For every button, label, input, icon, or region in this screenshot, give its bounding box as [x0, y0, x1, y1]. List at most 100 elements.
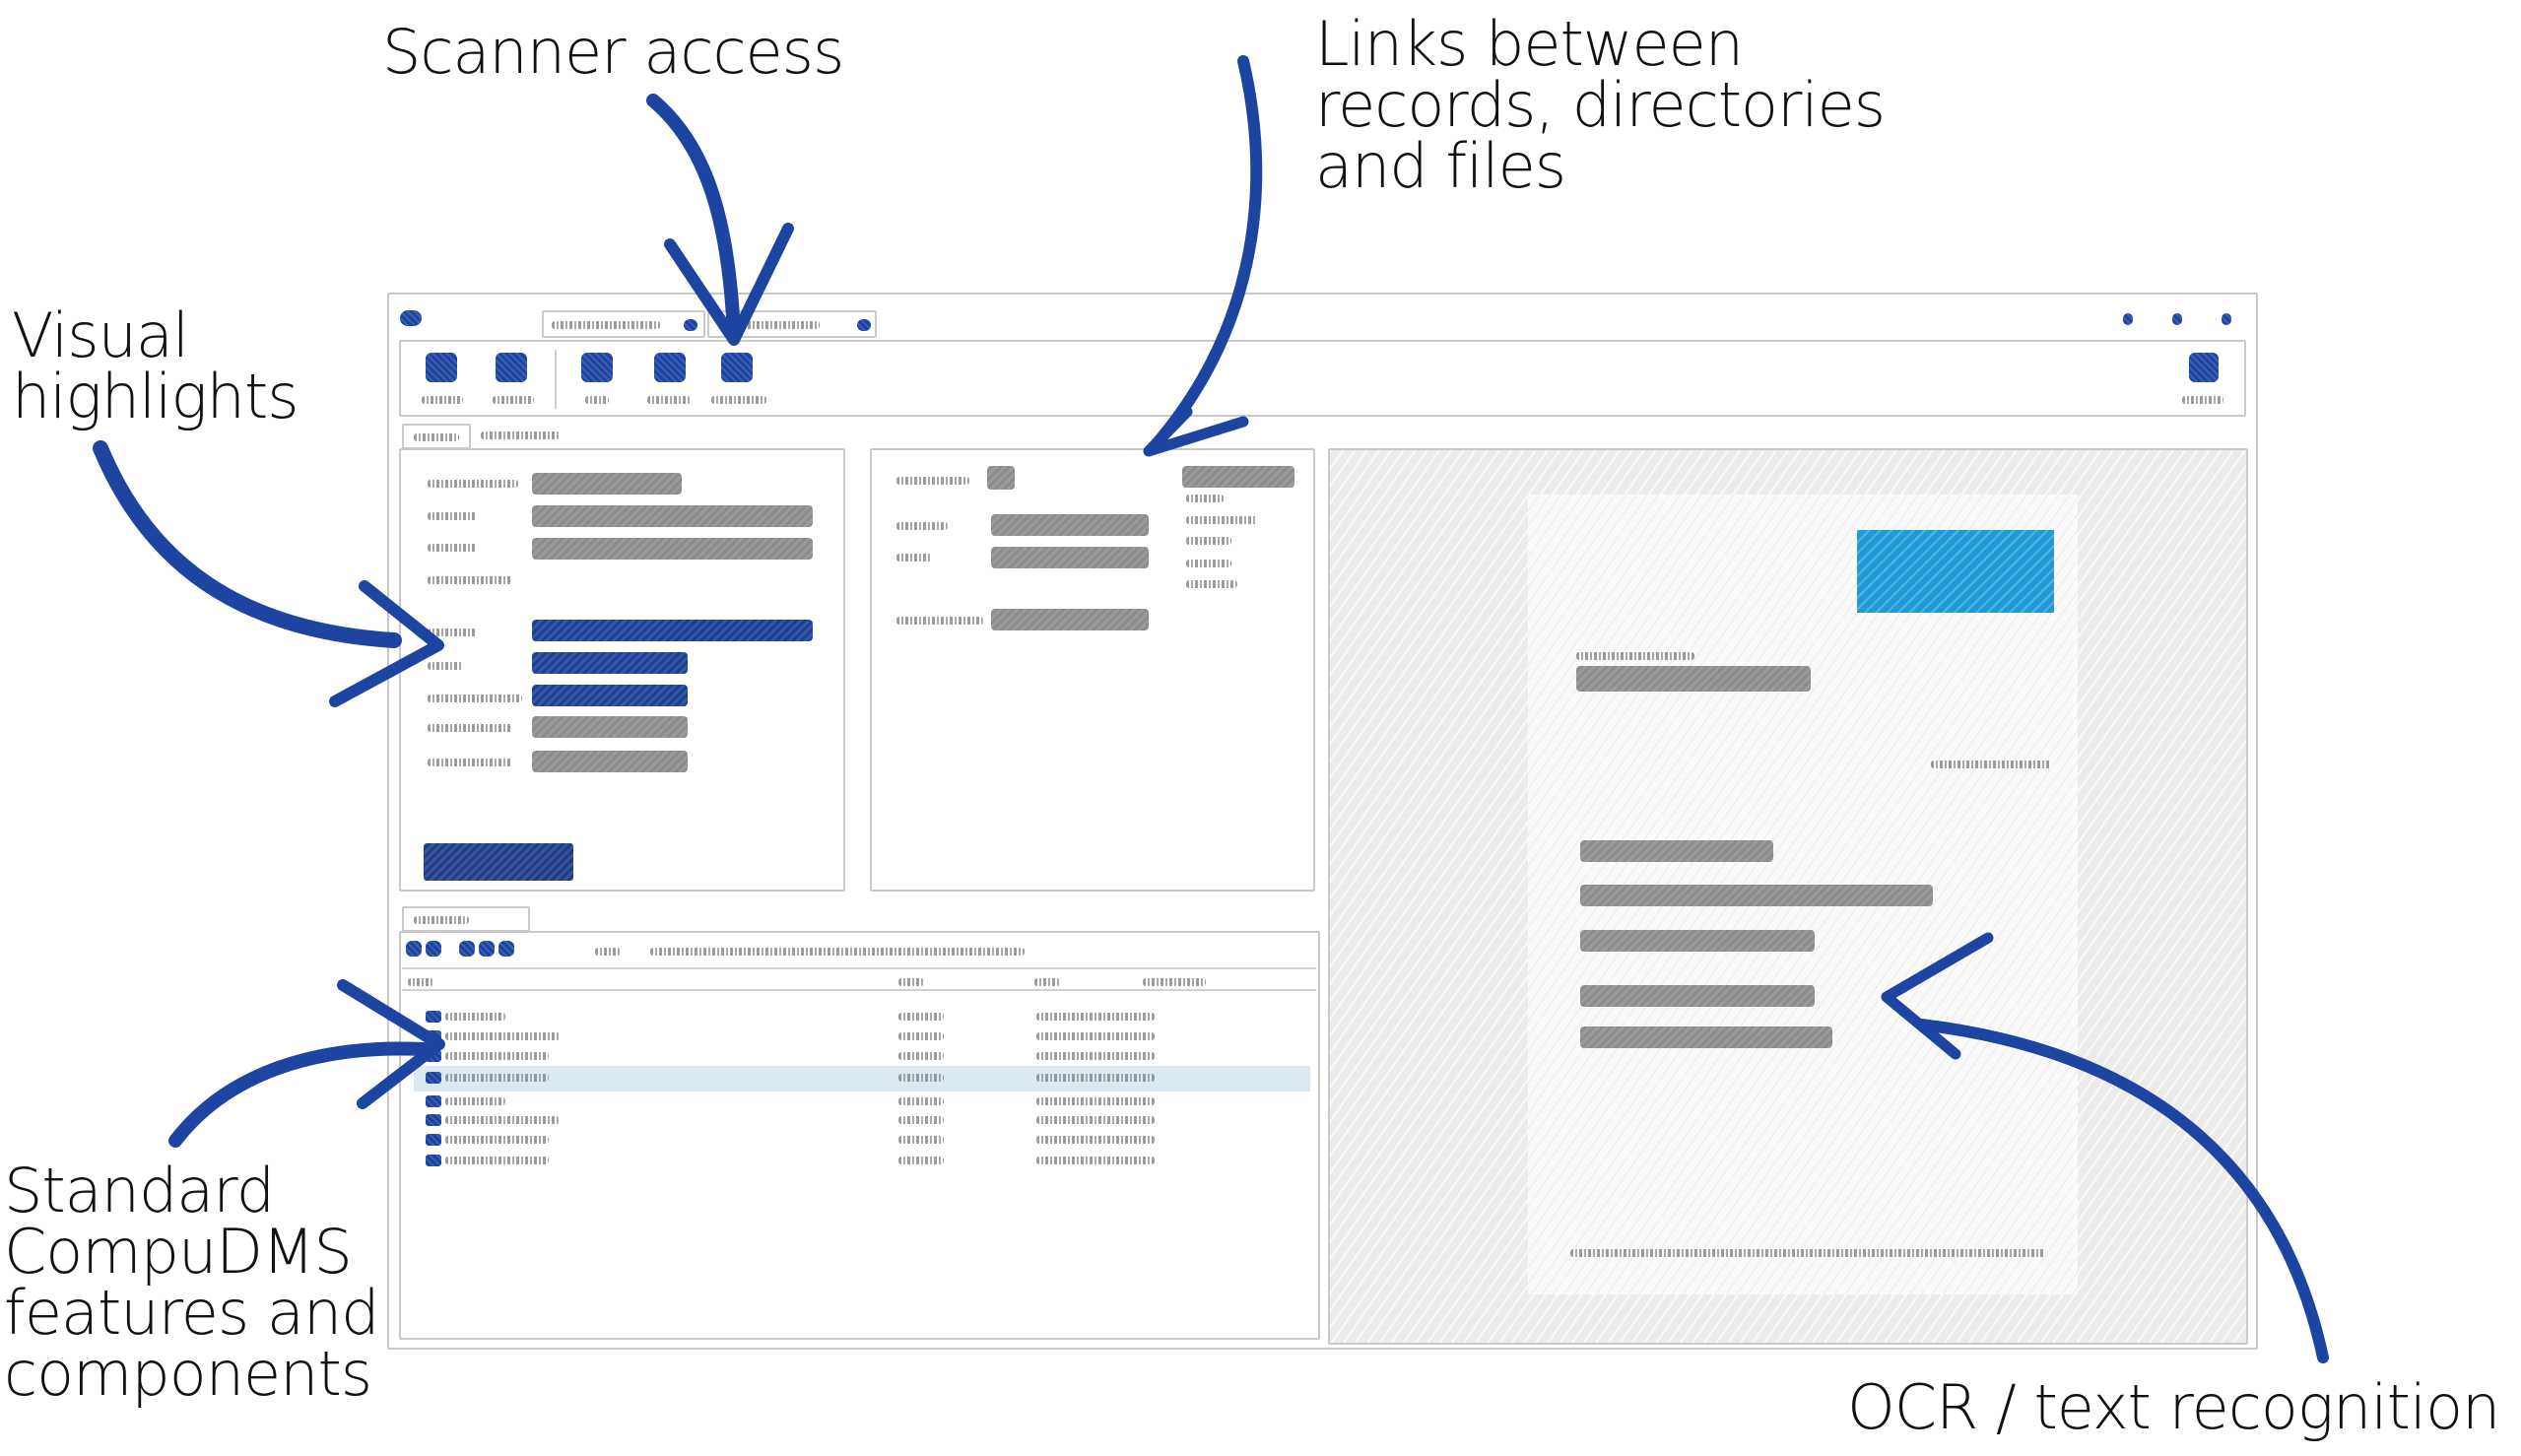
- form-field-label: placeholder: [428, 544, 477, 552]
- form-action-button[interactable]: action: [424, 843, 573, 881]
- cell-name: placeholder-file-nm: [445, 1074, 549, 1082]
- document-body-line: line: [1580, 840, 1773, 862]
- cell-modified: placeholder-date-value: [1036, 1074, 1155, 1082]
- toolbar-icon[interactable]: [406, 941, 422, 957]
- files-table-header: [402, 969, 1316, 991]
- toolbar-icon[interactable]: [426, 941, 441, 957]
- form-field-value[interactable]: value: [532, 751, 688, 772]
- form-field-label: placeholder: [428, 629, 477, 636]
- document-body-line: line: [1580, 985, 1815, 1007]
- form-field-label: placeholder-field: [428, 576, 512, 584]
- column-header-type[interactable]: type: [1034, 978, 1060, 986]
- form-tab-2-label: placeholder-tab-2: [481, 431, 560, 439]
- document-tab-2[interactable]: placeholder-tab-2: [707, 310, 877, 338]
- links-field-label: placeholder: [896, 554, 932, 562]
- close-icon[interactable]: [684, 319, 697, 331]
- cell-name: placeholder-file-nm: [445, 1157, 549, 1164]
- form-field-label: placeholder: [428, 662, 463, 670]
- toolbar-icon[interactable]: [479, 941, 495, 957]
- cell-name: placeholder: [445, 1097, 505, 1105]
- toolbar-button-1-label: placeholder: [422, 396, 463, 404]
- toolbar-button-3-label: placeholder: [585, 396, 609, 404]
- maximize-icon[interactable]: [2172, 313, 2182, 325]
- files-panel-tab[interactable]: placeholder-tab: [402, 906, 530, 932]
- form-field-value[interactable]: value: [532, 538, 813, 560]
- scanner-icon: [721, 353, 753, 382]
- toolbar-button-scanner-label: placeholder: [711, 396, 766, 404]
- document-body-line: line: [1580, 885, 1933, 906]
- form-field-value[interactable]: value: [532, 505, 813, 527]
- document-date: date: [1931, 761, 2051, 768]
- toolbar-icon[interactable]: [459, 941, 475, 957]
- links-field-value[interactable]: value: [991, 514, 1149, 536]
- cell-name: placeholder-file-name: [445, 1032, 560, 1040]
- linked-item[interactable]: placeholder: [1186, 495, 1224, 502]
- annotation-ocr: OCR / text recognition: [1847, 1371, 2500, 1443]
- cell-modified: placeholder-date-value: [1036, 1052, 1155, 1060]
- document-sender: sender name: [1576, 666, 1811, 692]
- form-field-label: placeholder: [428, 512, 477, 520]
- document-body-line: line: [1580, 1026, 1832, 1048]
- file-icon: [426, 1114, 441, 1126]
- cell-modified: placeholder-date-value: [1036, 1136, 1155, 1144]
- linked-item[interactable]: placeholder: [1186, 537, 1231, 545]
- cell-size: placeholder: [898, 1136, 944, 1144]
- toolbar-button-right-label: placeholder: [2182, 396, 2223, 404]
- form-field-value-highlighted[interactable]: value: [532, 620, 813, 641]
- form-field-value-highlighted[interactable]: value: [532, 685, 688, 706]
- document-logo: logo: [1857, 530, 2054, 613]
- form-field-label: placeholder-field: [428, 759, 512, 766]
- cell-size: placeholder: [898, 1116, 944, 1124]
- document-sender-line: sender: [1576, 652, 1694, 660]
- cell-modified: placeholder-date-value: [1036, 1013, 1155, 1021]
- form-field-label: placeholder-field: [428, 480, 518, 488]
- file-icon: [426, 1011, 441, 1023]
- cell-size: placeholder: [898, 1097, 944, 1105]
- minimize-icon[interactable]: [2123, 313, 2133, 325]
- toolbar-icon: [496, 353, 527, 382]
- toolbar-button-2-label: placeholder: [493, 396, 534, 404]
- file-icon: [426, 1095, 441, 1107]
- linked-item[interactable]: placeholder: [1186, 560, 1231, 567]
- document-body-line: line: [1580, 930, 1815, 952]
- toolbar-icon: [581, 353, 613, 382]
- linked-item[interactable]: placeholder-item: [1186, 516, 1257, 524]
- form-field-value-highlighted[interactable]: value: [532, 652, 688, 674]
- form-tab-2[interactable]: placeholder-tab-2: [473, 424, 567, 449]
- files-toolbar: [402, 934, 1316, 969]
- form-field-value[interactable]: value: [532, 473, 682, 495]
- form-field-value[interactable]: value: [532, 716, 688, 738]
- cell-size: placeholder: [898, 1074, 944, 1082]
- cell-size: placeholder: [898, 1013, 944, 1021]
- column-header-size[interactable]: size: [898, 978, 924, 986]
- cell-modified: placeholder-date-value: [1036, 1116, 1155, 1124]
- linked-item[interactable]: placeholder: [1186, 580, 1237, 588]
- document-footer: footer: [1570, 1249, 2045, 1257]
- form-tab-1[interactable]: placeholder-tab: [402, 424, 471, 449]
- links-field-value[interactable]: value: [991, 547, 1149, 568]
- column-header-name[interactable]: name: [408, 978, 433, 986]
- file-icon: [426, 1134, 441, 1146]
- toolbar-button-4-label: placeholder: [647, 396, 691, 404]
- cell-size: placeholder: [898, 1052, 944, 1060]
- toolbar: [399, 340, 2246, 417]
- document-tab-1[interactable]: placeholder-tab-1: [542, 310, 705, 338]
- close-icon[interactable]: [857, 319, 871, 331]
- annotation-visual-highlights: Visual highlights: [12, 299, 299, 432]
- cell-name: placeholder-file-nm: [445, 1052, 549, 1060]
- close-icon[interactable]: [2222, 313, 2231, 325]
- document-tab-2-label: placeholder-tab-2: [721, 321, 820, 329]
- column-header-modified[interactable]: modified: [1143, 978, 1206, 986]
- toolbar-icon[interactable]: [498, 941, 514, 957]
- linked-items-header: linked: [1182, 466, 1294, 488]
- links-field-value[interactable]: v: [987, 466, 1015, 490]
- form-field-label: placeholder-field: [428, 695, 522, 702]
- toolbar-icon: [654, 353, 686, 382]
- selected-row-highlight: [414, 1066, 1310, 1092]
- toolbar-icon: [426, 353, 457, 382]
- files-panel: [399, 931, 1320, 1340]
- annotation-standard-features: Standard CompuDMS features and component…: [4, 1155, 379, 1410]
- file-icon: [426, 1030, 441, 1042]
- cell-name: placeholder-file-name: [445, 1116, 560, 1124]
- links-field-value[interactable]: value: [991, 609, 1149, 630]
